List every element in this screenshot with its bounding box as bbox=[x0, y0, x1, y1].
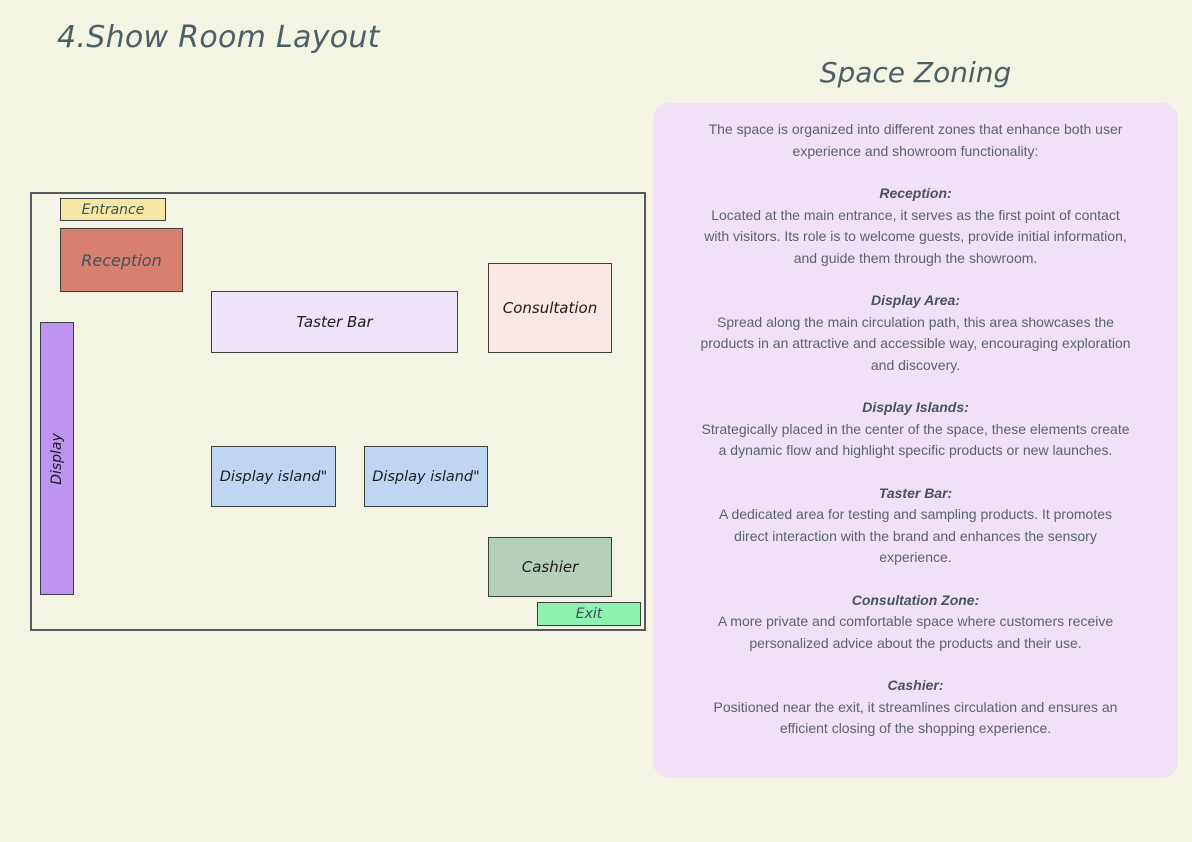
zoning-section-consultation-zone-heading: Consultation Zone: bbox=[851, 591, 980, 608]
zoning-section-display-area-heading: Display Area: bbox=[871, 292, 960, 308]
zoning-section-display-islands: Display Islands: Strategically placed in… bbox=[667, 397, 1164, 462]
zoning-section-cashier: Cashier: Positioned near the exit, it st… bbox=[667, 675, 1164, 740]
zoning-section-reception: Reception: Located at the main entrance,… bbox=[667, 183, 1164, 269]
room-taster-bar-label: Taster Bar bbox=[296, 313, 373, 331]
room-display-island-1: Display island" bbox=[211, 446, 336, 507]
zoning-section-display-islands-body: Strategically placed in the center of th… bbox=[701, 420, 1130, 459]
room-display: Display bbox=[40, 322, 74, 595]
space-zoning-title: Space Zoning bbox=[819, 56, 1012, 89]
zoning-section-consultation-zone-body: A more private and comfortable space whe… bbox=[717, 613, 1114, 651]
floor-plan: Entrance Reception Taster Bar Consultati… bbox=[30, 192, 646, 631]
zoning-intro: The space is organized into different zo… bbox=[708, 121, 1123, 159]
zoning-section-taster-bar: Taster Bar: A dedicated area for testing… bbox=[667, 483, 1164, 569]
zoning-section-reception-body: Located at the main entrance, it serves … bbox=[704, 206, 1127, 266]
zoning-section-consultation-zone: Consultation Zone: A more private and co… bbox=[667, 590, 1164, 655]
zoning-section-reception-heading: Reception: bbox=[879, 185, 952, 201]
zoning-section-display-area-body: Spread along the main circulation path, … bbox=[700, 313, 1131, 373]
room-display-island-1-label: Display island" bbox=[219, 468, 328, 485]
space-zoning-panel: The space is organized into different zo… bbox=[653, 103, 1178, 778]
zoning-section-taster-bar-heading: Taster Bar: bbox=[878, 484, 953, 501]
room-exit: Exit bbox=[537, 602, 641, 626]
zoning-section-cashier-body: Positioned near the exit, it streamlines… bbox=[713, 698, 1118, 737]
zoning-section-display-islands-heading: Display Islands: bbox=[862, 399, 969, 415]
room-consultation-label: Consultation bbox=[502, 299, 598, 317]
room-reception-label: Reception bbox=[81, 250, 162, 270]
room-reception: Reception bbox=[60, 228, 183, 292]
room-cashier-label: Cashier bbox=[521, 558, 579, 576]
room-entrance-label: Entrance bbox=[81, 201, 145, 218]
room-cashier: Cashier bbox=[488, 537, 612, 597]
room-display-label: Display bbox=[49, 432, 66, 485]
room-display-island-2: Display island" bbox=[364, 446, 488, 507]
room-exit-label: Exit bbox=[575, 606, 603, 622]
room-entrance: Entrance bbox=[60, 198, 166, 221]
room-display-island-2-label: Display island" bbox=[372, 468, 480, 485]
zoning-section-taster-bar-body: A dedicated area for testing and samplin… bbox=[718, 506, 1112, 565]
zoning-section-display-area: Display Area: Spread along the main circ… bbox=[667, 290, 1164, 376]
room-taster-bar: Taster Bar bbox=[211, 291, 458, 353]
zoning-section-cashier-heading: Cashier: bbox=[887, 677, 944, 693]
page-title: 4.Show Room Layout bbox=[57, 20, 380, 55]
room-consultation: Consultation bbox=[488, 263, 612, 353]
